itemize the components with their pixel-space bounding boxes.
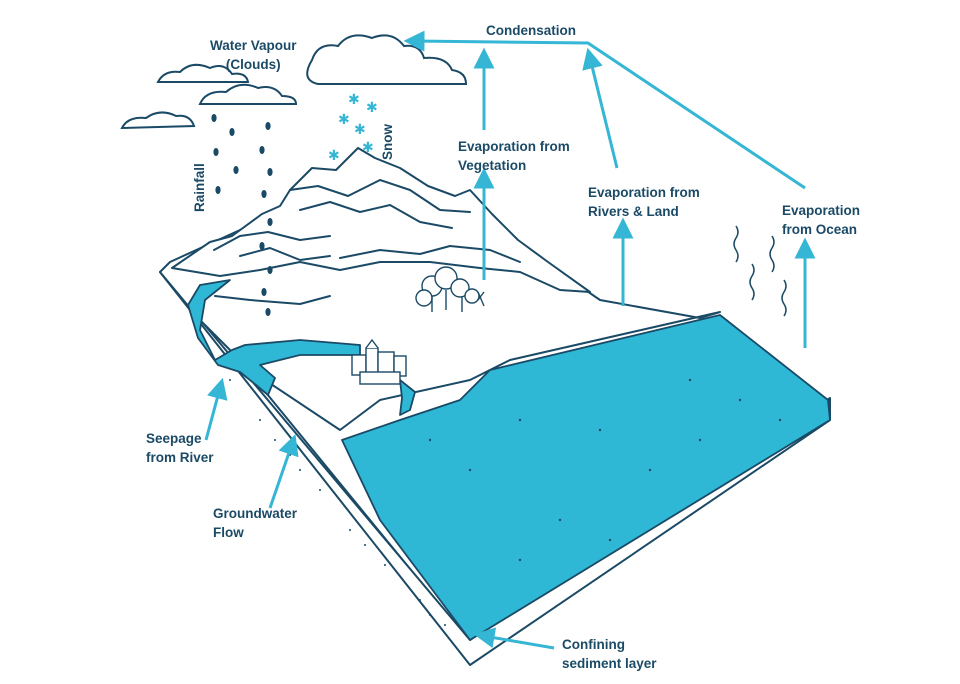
arrow-groundwater [268, 434, 299, 509]
svg-text:✱: ✱ [338, 112, 350, 128]
arrow-confining [473, 627, 555, 650]
svg-text:✱: ✱ [362, 140, 374, 156]
cloud-small-1 [156, 63, 250, 83]
arrows [204, 30, 816, 650]
cloud-small-3 [120, 111, 196, 130]
label-evap-ocean-line1: Evaporation [782, 203, 861, 218]
label-water-vapour-line1: Water Vapour [210, 38, 297, 53]
soil-speckles [229, 379, 446, 626]
condensation-arrow [403, 30, 806, 190]
label-confining-line1: Confining [562, 637, 625, 652]
trees [415, 266, 485, 312]
label-rainfall: Rainfall [192, 163, 207, 212]
label-evap-rivers-line2: Rivers & Land [588, 204, 679, 219]
clouds [120, 34, 468, 130]
label-water-vapour-line2: (Clouds) [225, 57, 281, 72]
label-evap-rivers-line1: Evaporation from [588, 185, 700, 200]
label-evap-ocean: Evaporation from Ocean [782, 201, 860, 239]
label-confining-line2: sediment layer [562, 656, 657, 671]
label-evap-ocean-line2: from Ocean [782, 222, 858, 237]
svg-text:✱: ✱ [366, 100, 378, 116]
label-seepage-line1: Seepage [146, 431, 202, 446]
label-groundwater-line2: Flow [213, 525, 244, 540]
label-groundwater: Groundwater Flow [213, 504, 297, 542]
cloud-small-2 [198, 83, 298, 105]
snowflakes: ✱✱ ✱✱ ✱✱ [328, 92, 378, 164]
label-evap-vegetation-line2: Vegetation [458, 158, 527, 173]
label-seepage: Seepage from River [146, 429, 214, 467]
label-confining: Confining sediment layer [562, 635, 657, 673]
label-groundwater-line1: Groundwater [213, 506, 298, 521]
water-bodies [187, 279, 831, 641]
label-evap-vegetation: Evaporation from Vegetation [458, 137, 570, 175]
label-seepage-line2: from River [146, 450, 214, 465]
arrow-seepage [204, 377, 228, 441]
label-evap-rivers-land: Evaporation from Rivers & Land [588, 183, 700, 221]
svg-text:✱: ✱ [348, 92, 360, 108]
steam-lines [733, 225, 787, 317]
ocean [341, 314, 831, 641]
rain-drops [211, 114, 273, 316]
label-water-vapour: Water Vapour (Clouds) [210, 36, 297, 74]
svg-text:✱: ✱ [354, 122, 366, 138]
label-snow: Snow [380, 124, 395, 160]
svg-text:✱: ✱ [328, 148, 340, 164]
arrow-evap-rivers [582, 47, 619, 169]
river [187, 279, 361, 396]
town [351, 338, 407, 385]
label-condensation: Condensation [486, 23, 576, 38]
ocean-speckles [428, 378, 782, 562]
label-evap-vegetation-line1: Evaporation from [458, 139, 570, 154]
